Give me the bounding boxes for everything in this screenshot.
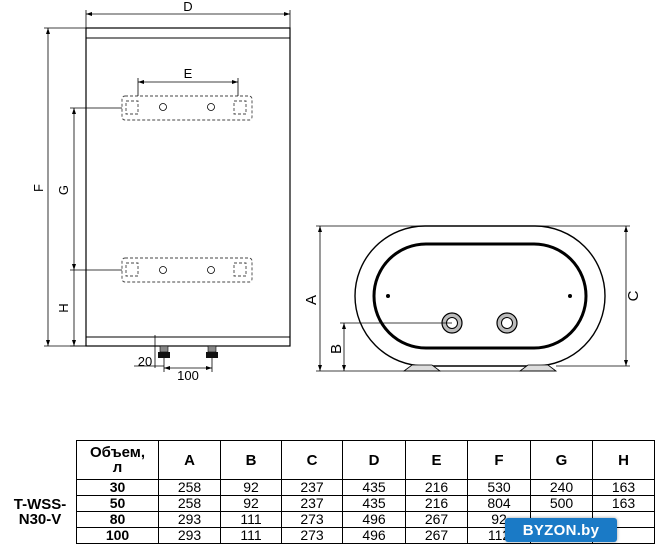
dimension-d-label: D (183, 0, 192, 14)
tank-body-outline (85, 27, 291, 347)
value-cell: 216 (405, 495, 468, 512)
dimension-pitch-label: 100 (177, 368, 199, 383)
column-header-h: H (592, 440, 655, 480)
value-cell: 163 (592, 495, 655, 512)
upper-mount-bracket (121, 95, 253, 121)
value-cell: 435 (342, 479, 406, 496)
volume-cell: 30 (76, 479, 159, 496)
dimension-pitch: 100 (163, 358, 213, 383)
dimension-offset-label: 20 (138, 354, 152, 369)
column-header-b: B (220, 440, 282, 480)
table-row: 100 293 111 273 496 267 112 (4, 527, 655, 544)
column-header-f: F (467, 440, 531, 480)
technical-drawing: D E F G (31, 0, 642, 383)
dimension-h: H (56, 270, 86, 347)
value-cell: 240 (530, 479, 593, 496)
value-cell: 293 (158, 511, 221, 528)
model-cell: T-WSS- N30-V (4, 479, 77, 544)
value-cell: 267 (405, 527, 468, 544)
column-header-c: C (281, 440, 343, 480)
specifications-table: Объем, л A B C D E F G H T-WSS- N30-V 30… (4, 440, 655, 544)
dimension-e: E (137, 66, 239, 96)
dimension-c-label: C (625, 290, 642, 301)
value-cell: 496 (342, 527, 406, 544)
tank-inner-shell (372, 242, 588, 350)
dimension-g: G (56, 107, 122, 271)
column-header-d: D (342, 440, 406, 480)
dimension-f-label: F (31, 184, 46, 192)
value-cell: 500 (530, 495, 593, 512)
value-cell: 163 (592, 479, 655, 496)
dimension-a-label: A (303, 295, 320, 305)
value-cell: 111 (220, 511, 282, 528)
volume-header-line: л (112, 459, 123, 476)
value-cell: 273 (281, 527, 343, 544)
table-corner-cell (4, 440, 77, 480)
value-cell: 237 (281, 479, 343, 496)
dimension-b-label: B (328, 344, 345, 354)
table-header-row: Объем, л A B C D E F G H (4, 440, 655, 480)
front-view: D E F G (31, 0, 291, 383)
dimension-d: D (85, 0, 291, 28)
side-view: A B C (303, 225, 642, 372)
dimension-offset: 20 (134, 335, 164, 369)
model-line: N30-V (18, 510, 62, 528)
value-cell: 92 (220, 479, 282, 496)
value-cell: 267 (405, 511, 468, 528)
table-row: T-WSS- N30-V 30 258 92 237 435 216 530 2… (4, 479, 655, 544)
value-cell: 258 (158, 495, 221, 512)
dimension-a: A (303, 225, 420, 372)
value-cell: 530 (467, 479, 531, 496)
value-cell: 216 (405, 479, 468, 496)
tank-outer-shell (354, 225, 606, 367)
value-cell: 293 (158, 527, 221, 544)
dimension-g-label: G (56, 185, 71, 195)
value-cell: 273 (281, 511, 343, 528)
value-cell: 435 (342, 495, 406, 512)
model-line: T-WSS- (13, 495, 67, 513)
watermark-text: BYZON.by (522, 521, 600, 539)
dimension-c: C (540, 225, 642, 367)
dimension-h-label: H (56, 303, 71, 312)
volume-header: Объем, л (76, 440, 159, 480)
dimension-b: B (328, 322, 452, 371)
connection-pipes (158, 345, 218, 358)
volume-cell: 50 (76, 495, 159, 512)
column-header-g: G (530, 440, 593, 480)
byzon-watermark: BYZON.by (505, 518, 617, 542)
value-cell: 111 (220, 527, 282, 544)
volume-header-line: Объем, (89, 444, 146, 461)
value-cell: 804 (467, 495, 531, 512)
side-outlet-right (496, 312, 518, 334)
column-header-e: E (405, 440, 468, 480)
value-cell: 496 (342, 511, 406, 528)
lower-mount-bracket (121, 257, 253, 283)
table-row: 80 293 111 273 496 267 92 (4, 511, 655, 528)
column-header-a: A (158, 440, 221, 480)
table-row: 50 258 92 237 435 216 804 500 163 (4, 495, 655, 512)
volume-cell: 80 (76, 511, 159, 528)
value-cell: 258 (158, 479, 221, 496)
volume-cell: 100 (76, 527, 159, 544)
value-cell: 237 (281, 495, 343, 512)
dimension-e-label: E (184, 66, 193, 81)
value-cell: 92 (220, 495, 282, 512)
